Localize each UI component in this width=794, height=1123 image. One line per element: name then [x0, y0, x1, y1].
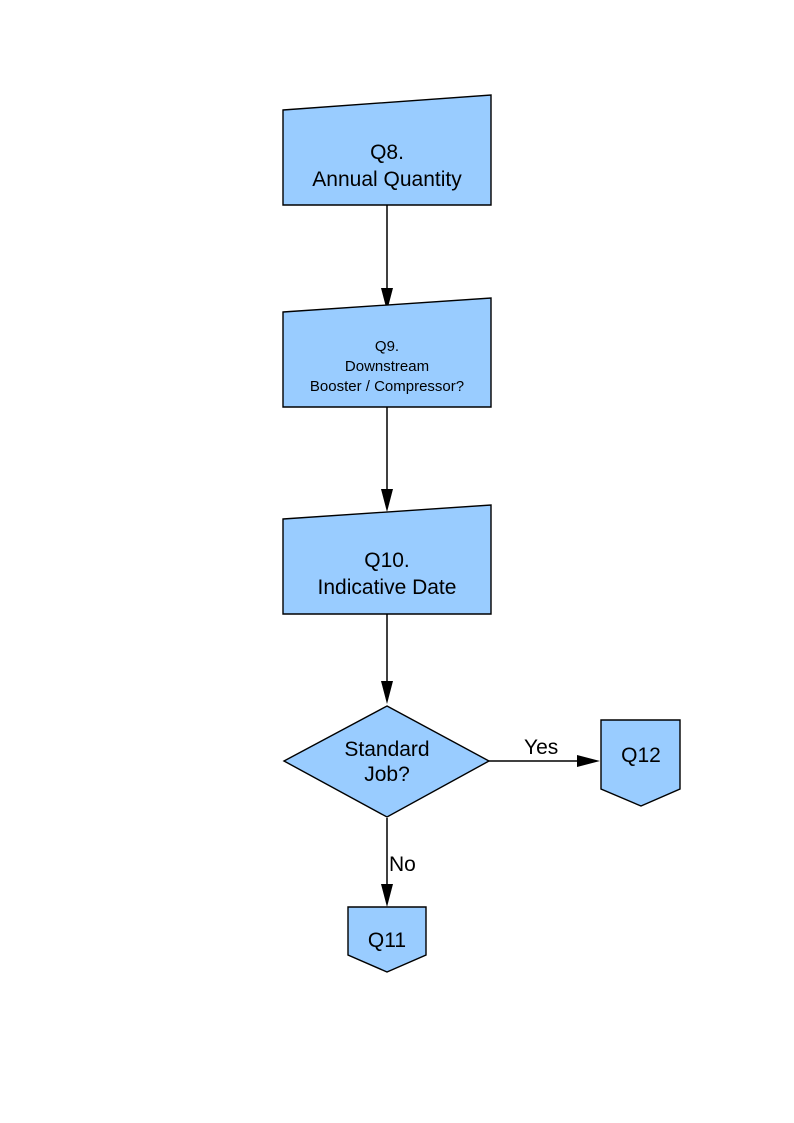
- q9-label-line1: Q9.: [375, 338, 399, 355]
- q9-shape[interactable]: [282, 297, 492, 408]
- decision-label-line1: Standard: [344, 738, 429, 761]
- decision-label-line2: Job?: [364, 763, 410, 786]
- edge-decision-to-q11: No: [381, 818, 416, 907]
- edge-label-yes: Yes: [524, 736, 558, 759]
- q9-label-line3: Booster / Compressor?: [310, 378, 464, 395]
- q12-label: Q12: [621, 744, 661, 767]
- node-q10[interactable]: Q10. Indicative Date: [282, 504, 492, 615]
- q9-label-line2: Downstream: [345, 358, 429, 375]
- q8-shape[interactable]: [282, 94, 492, 206]
- node-q9[interactable]: Q9. Downstream Booster / Compressor?: [282, 297, 492, 408]
- q10-label-line1: Q10.: [364, 549, 410, 572]
- edge-decision-to-q12: Yes: [489, 736, 600, 767]
- node-q8[interactable]: Q8. Annual Quantity: [282, 94, 492, 206]
- q11-label: Q11: [368, 929, 406, 952]
- edge-q9-to-q10: [381, 407, 393, 512]
- decision-shape[interactable]: [282, 705, 491, 818]
- edge-q10-to-decision: [381, 614, 393, 704]
- node-decision-standard-job[interactable]: Standard Job?: [282, 705, 491, 818]
- edge-q8-to-q9: [381, 205, 393, 311]
- edge-label-no: No: [389, 853, 416, 876]
- q10-label-line2: Indicative Date: [318, 576, 457, 599]
- node-q12[interactable]: Q12: [600, 719, 681, 807]
- q11-shape[interactable]: [347, 906, 427, 973]
- q12-shape[interactable]: [600, 719, 681, 807]
- node-q11[interactable]: Q11: [347, 906, 427, 973]
- q8-label-line1: Q8.: [370, 141, 404, 164]
- q10-shape[interactable]: [282, 504, 492, 615]
- q8-label-line2: Annual Quantity: [312, 168, 462, 191]
